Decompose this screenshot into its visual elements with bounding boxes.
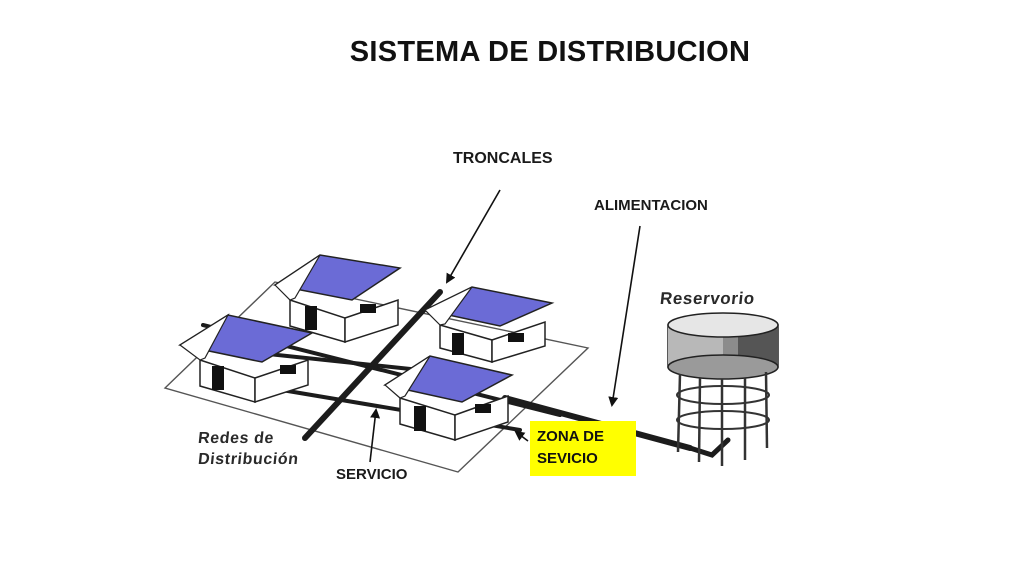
reservoir-tank [667, 312, 779, 466]
house-front-left [178, 313, 315, 404]
troncales-arrow [446, 189, 501, 284]
house-back-left [273, 254, 403, 344]
label-reservorio: Reservorio [659, 289, 756, 308]
zona-de-servicio-box: ZONA DE SEVICIO [530, 421, 636, 476]
zona-label-line2: SEVICIO [537, 450, 598, 467]
zona-label-line1: ZONA DE [537, 428, 604, 445]
label-alimentacion: ALIMENTACION [594, 197, 708, 214]
label-redes-line1: Redes de [197, 430, 275, 447]
page-title: SISTEMA DE DISTRIBUCION [349, 36, 751, 68]
label-servicio: SERVICIO [336, 466, 408, 483]
label-redes-line2: Distribución [197, 451, 300, 468]
zona-arrow [514, 430, 529, 442]
servicio-arrow [369, 408, 381, 463]
house-back-right [422, 286, 555, 364]
label-troncales: TRONCALES [453, 150, 553, 167]
annotation-arrows [369, 189, 641, 463]
house-front-right [383, 355, 515, 442]
alimentacion-arrow [608, 225, 641, 407]
